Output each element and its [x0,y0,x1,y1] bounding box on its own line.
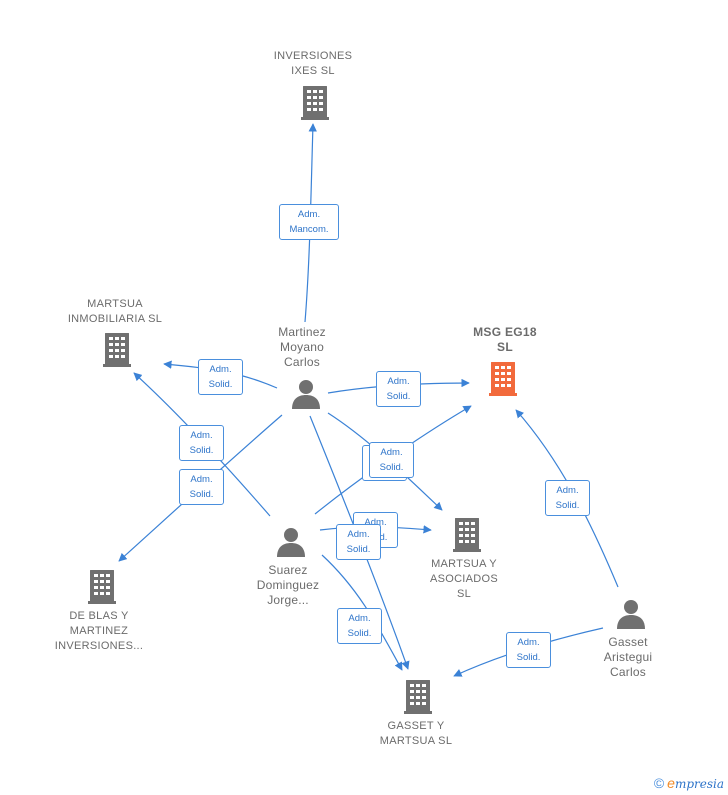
company-building-icon[interactable] [404,680,432,714]
person-label-gasset-aristegui[interactable]: Gasset Aristegui Carlos [603,635,653,679]
company-building-icon-highlighted[interactable] [489,362,517,396]
person-icon[interactable] [617,600,645,629]
edge-label-adm-solid: Adm. Solid. [198,359,243,395]
person-icon[interactable] [292,380,320,409]
company-label-msg-eg18[interactable]: MSG EG18 SL [473,325,537,354]
company-building-icon[interactable] [103,333,131,367]
edge-label-adm-solid: Adm. Solid. [376,371,421,407]
person-label-martinez-moyano[interactable]: Martinez Moyano Carlos [278,325,326,369]
company-label-martsua-asociados[interactable]: MARTSUA Y ASOCIADOS SL [429,558,499,600]
edge-label-adm-solid: Adm. Solid. [545,480,590,516]
edge-label-adm-solid: Adm. Solid. [506,632,551,668]
copyright-icon: © [653,775,665,791]
edge-label-adm-mancom: Adm. Mancom. [279,204,339,240]
brand-name: mpresia [674,777,724,791]
edge-label-adm-solid: Adm. Solid. [336,524,381,560]
company-building-icon[interactable] [88,570,116,604]
company-building-icon[interactable] [453,518,481,552]
company-label-martsua-inmobiliaria[interactable]: MARTSUA INMOBILIARIA SL [67,298,163,325]
company-label-de-blas[interactable]: DE BLAS Y MARTINEZ INVERSIONES... [54,610,144,652]
company-label-gasset-martsua[interactable]: GASSET Y MARTSUA SL [379,720,453,747]
brand-logo-e: e [667,775,675,791]
edge-label-adm-solid: Adm. Solid. [179,425,224,461]
company-building-icon[interactable] [301,86,329,120]
person-icon[interactable] [277,528,305,557]
person-label-suarez-dominguez[interactable]: Suarez Dominguez Jorge... [256,563,320,607]
edge-label-adm-solid: Adm. Solid. [337,608,382,644]
company-label-inversiones-ixes[interactable]: INVERSIONES IXES SL [273,50,353,77]
footer-brand[interactable]: ©empresia [654,775,724,791]
edge-label-adm-solid: Adm. Solid. [179,469,224,505]
edge-label-adm-solid: Adm. Solid. [369,442,414,478]
